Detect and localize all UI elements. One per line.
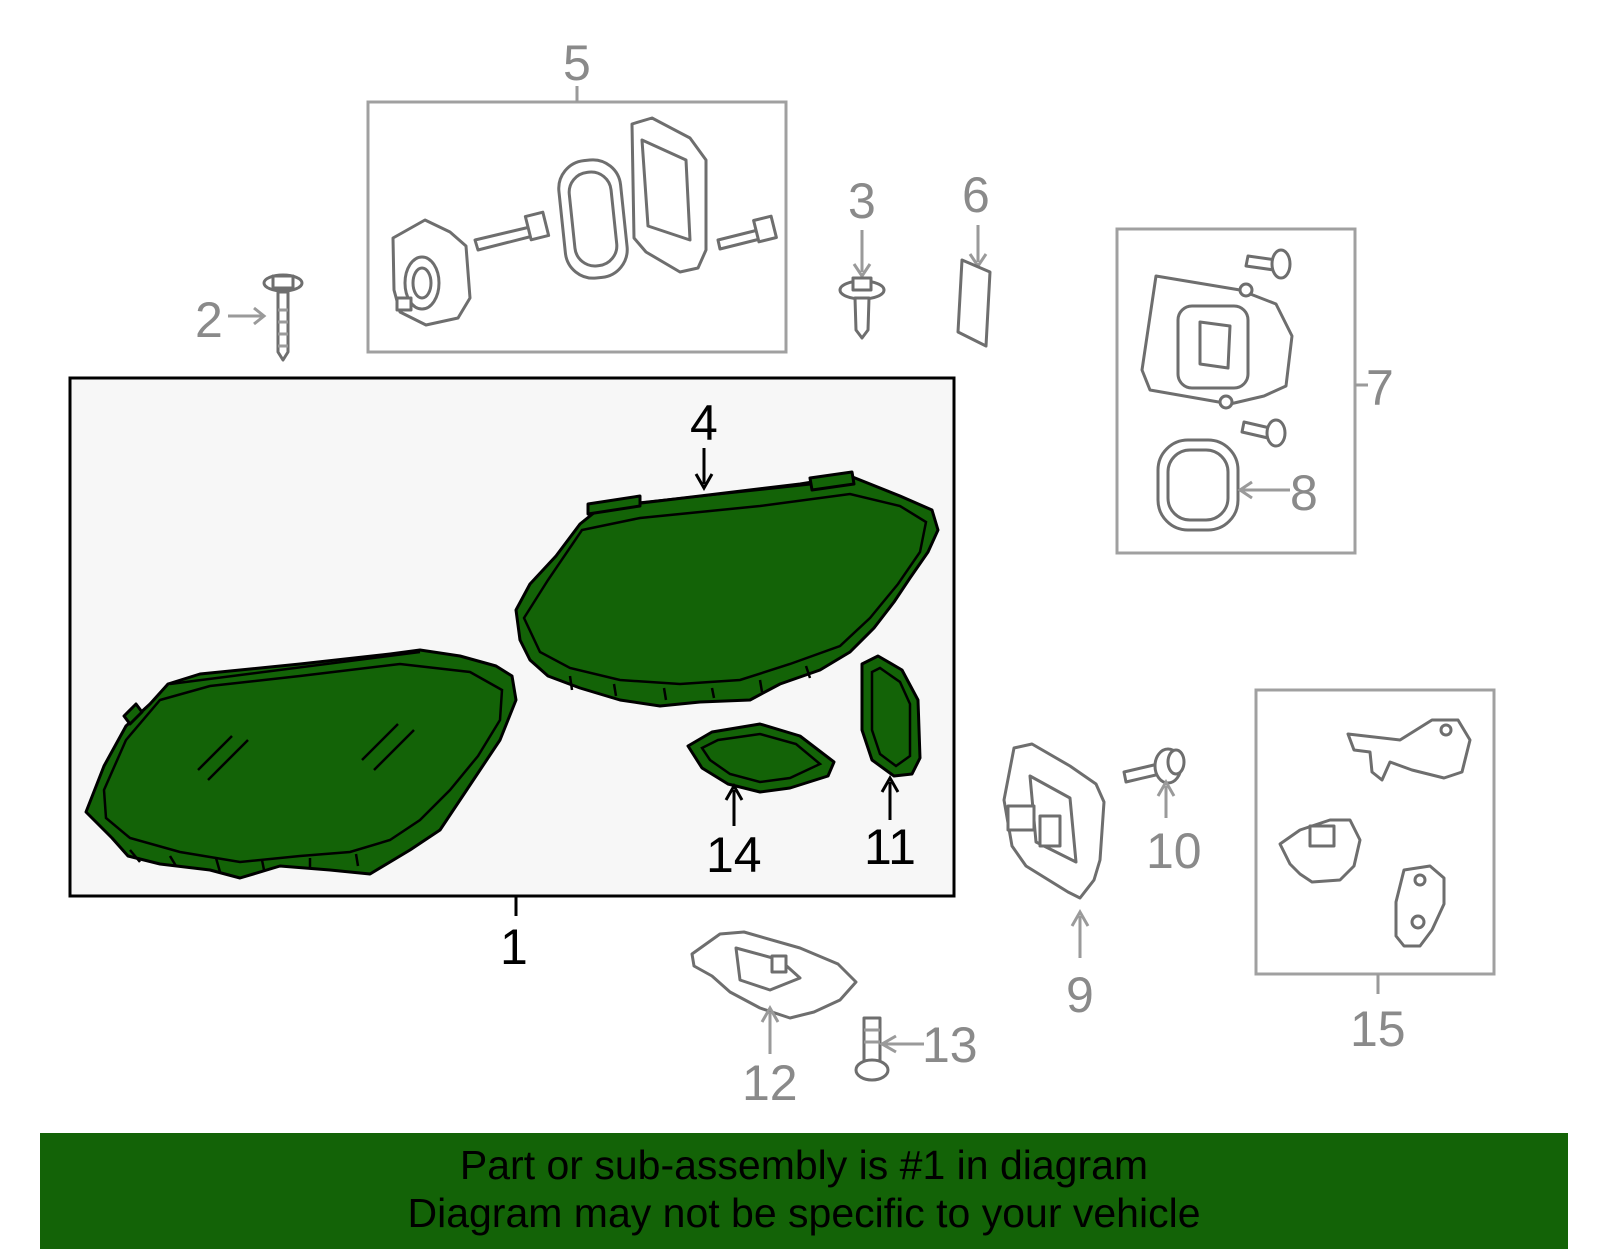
- callout-4[interactable]: 4: [690, 395, 718, 451]
- left-headlamp: [84, 648, 518, 880]
- part-6: 6: [956, 167, 992, 348]
- part-2: 2: [195, 273, 304, 362]
- right-headlamp: [514, 470, 940, 708]
- footer-line-1: Part or sub-assembly is #1 in diagram: [459, 1142, 1149, 1188]
- bolt-icon: [1240, 418, 1287, 448]
- group-15-box: 15: [1254, 688, 1496, 1057]
- callout-6[interactable]: 6: [962, 167, 990, 223]
- screw-icon: [854, 1016, 890, 1082]
- callout-15[interactable]: 15: [1350, 1001, 1406, 1057]
- module-icon: [391, 218, 472, 327]
- callout-9[interactable]: 9: [1066, 967, 1094, 1023]
- group-7-box: 7 8: [1115, 227, 1394, 555]
- gasket-11: [860, 654, 922, 778]
- callout-13[interactable]: 13: [922, 1017, 978, 1073]
- bracket-icon: [1346, 718, 1472, 782]
- callout-3[interactable]: 3: [848, 173, 876, 229]
- bolt-icon: [716, 214, 778, 251]
- callout-10[interactable]: 10: [1146, 823, 1202, 879]
- bolt-icon: [1244, 248, 1292, 280]
- gasket-icon: [557, 158, 629, 280]
- group-5-box: 5: [366, 35, 788, 354]
- callout-12[interactable]: 12: [742, 1055, 798, 1111]
- footer-banner: Part or sub-assembly is #1 in diagram Di…: [40, 1133, 1568, 1249]
- callout-5[interactable]: 5: [563, 35, 591, 91]
- part-10: 10: [1122, 747, 1202, 879]
- gasket-icon: [1156, 438, 1240, 532]
- module-icon: [630, 116, 708, 274]
- part-9: 9: [1002, 742, 1106, 1023]
- bracket-icon: [690, 930, 858, 1020]
- part-3: 3: [838, 173, 886, 340]
- callout-14[interactable]: 14: [706, 827, 762, 883]
- bolt-icon: [473, 210, 551, 252]
- screw-icon: [262, 273, 304, 362]
- module-icon: [1002, 742, 1106, 900]
- part-13: 13: [854, 1016, 978, 1082]
- callout-7[interactable]: 7: [1366, 360, 1394, 416]
- callout-11[interactable]: 11: [864, 819, 916, 875]
- callout-8[interactable]: 8: [1290, 465, 1318, 521]
- bolt-icon: [1122, 747, 1186, 785]
- bracket-icon: [1394, 864, 1446, 948]
- bracket-icon: [1278, 818, 1362, 884]
- callout-2[interactable]: 2: [195, 292, 223, 348]
- footer-line-2: Diagram may not be specific to your vehi…: [407, 1190, 1201, 1236]
- assembly-1-box: 1 4 1: [68, 376, 956, 975]
- part-12: 12: [690, 930, 858, 1111]
- screw-icon: [838, 276, 886, 340]
- module-icon: [1140, 274, 1294, 410]
- gasket-14: [686, 722, 836, 794]
- callout-1[interactable]: 1: [500, 919, 528, 975]
